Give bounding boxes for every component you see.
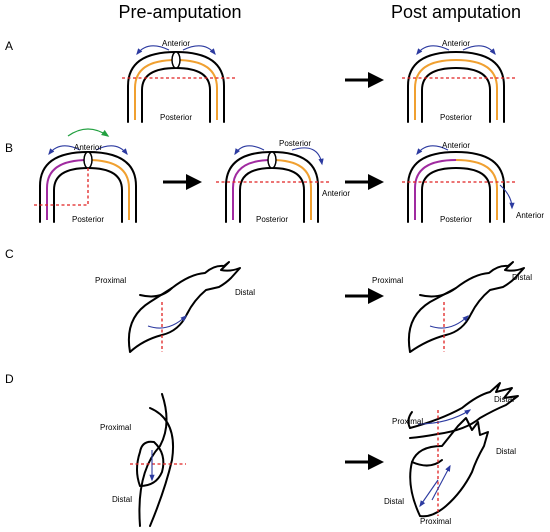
row-label-b: B xyxy=(5,141,13,155)
proximal-label: Proximal xyxy=(95,276,126,285)
distal-label: Distal xyxy=(384,497,404,506)
posterior-label: Posterior xyxy=(440,113,472,122)
anterior-label: Anterior xyxy=(442,141,470,150)
posterior-label: Posterior xyxy=(256,215,288,224)
proximal-label: Proximal xyxy=(100,423,131,432)
row-label-a: A xyxy=(5,39,13,53)
proximal-label: Proximal xyxy=(392,417,423,426)
row-label-c: C xyxy=(5,247,14,261)
transition-arrow-head xyxy=(368,174,384,190)
header-post-amputation: Post amputation xyxy=(391,2,521,22)
transition-arrow-head xyxy=(368,288,384,304)
row-d-post-diagram: Proximal Distal Distal Distal Proximal xyxy=(384,382,519,526)
distal-label: Distal xyxy=(512,273,532,282)
anterior-label: Anterior xyxy=(162,39,190,48)
distal-label: Distal xyxy=(112,495,132,504)
row-c-post-diagram: Proximal Distal xyxy=(372,261,532,353)
row-d-pre-diagram: Proximal Distal xyxy=(100,393,186,527)
posterior-label: Posterior xyxy=(160,113,192,122)
distal-label: Distal xyxy=(496,447,516,456)
posterior-label: Posterior xyxy=(279,139,311,148)
distal-label: Distal xyxy=(235,288,255,297)
header-pre-amputation: Pre-amputation xyxy=(118,2,241,22)
row-a-pre-diagram: Anterior Posterior xyxy=(122,39,236,123)
anterior-label: Anterior xyxy=(322,189,350,198)
row-a-post-diagram: Anterior Posterior xyxy=(402,39,516,123)
posterior-label: Posterior xyxy=(440,215,472,224)
transition-arrow-head xyxy=(186,174,202,190)
distal-label: Distal xyxy=(494,395,514,404)
row-b-mid-diagram: Posterior Anterior Posterior xyxy=(216,139,350,224)
posterior-label: Posterior xyxy=(72,215,104,224)
anterior-label: Anterior xyxy=(442,39,470,48)
row-label-d: D xyxy=(5,372,14,386)
transition-arrow-head xyxy=(368,72,384,88)
transition-arrow-head xyxy=(368,454,384,470)
row-b-pre-diagram: Anterior Posterior xyxy=(34,128,137,224)
proximal-label: Proximal xyxy=(420,517,451,526)
anterior-label: Anterior xyxy=(74,143,102,152)
row-c-pre-diagram: Proximal Distal xyxy=(95,261,255,353)
row-b-post-diagram: Anterior Anterior Posterior xyxy=(402,141,544,224)
anterior-label: Anterior xyxy=(516,211,544,220)
proximal-label: Proximal xyxy=(372,276,403,285)
